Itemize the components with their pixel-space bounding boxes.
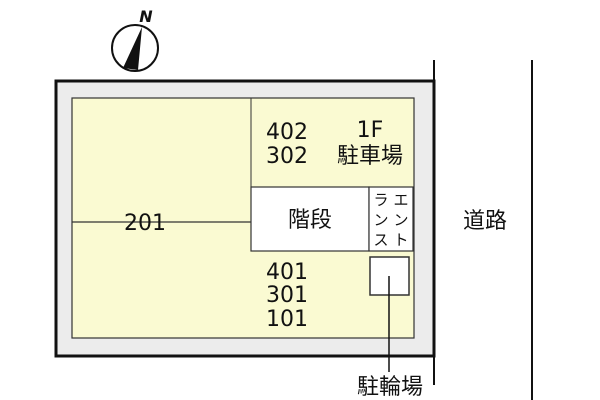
- entrance-label: エ ン ト ラ ン ス: [373, 191, 408, 249]
- entrance-box: [368, 186, 414, 252]
- parking-floor: 1F: [357, 118, 384, 143]
- svg-text:エ: エ: [393, 191, 408, 209]
- unit-label: 302: [266, 144, 308, 169]
- stairs-label: 階段: [288, 208, 332, 233]
- unit-label: 301: [266, 283, 308, 308]
- north-label: N: [139, 7, 153, 26]
- svg-text:ト: ト: [393, 231, 408, 249]
- road-label: 道路: [463, 209, 507, 234]
- svg-text:ン: ン: [393, 211, 408, 229]
- svg-text:ラ: ラ: [373, 191, 388, 209]
- svg-text:ン: ン: [373, 211, 388, 229]
- unit-label: 201: [124, 211, 166, 236]
- north-arrow-icon: N: [111, 7, 159, 72]
- svg-text:ス: ス: [373, 231, 388, 249]
- bicycle-parking-label: 駐輪場: [357, 375, 423, 400]
- unit-label: 401: [266, 260, 308, 285]
- stairs-box: [250, 186, 370, 252]
- parking-label: 駐車場: [337, 144, 403, 169]
- unit-label: 402: [266, 120, 308, 145]
- unit-label: 101: [266, 307, 308, 332]
